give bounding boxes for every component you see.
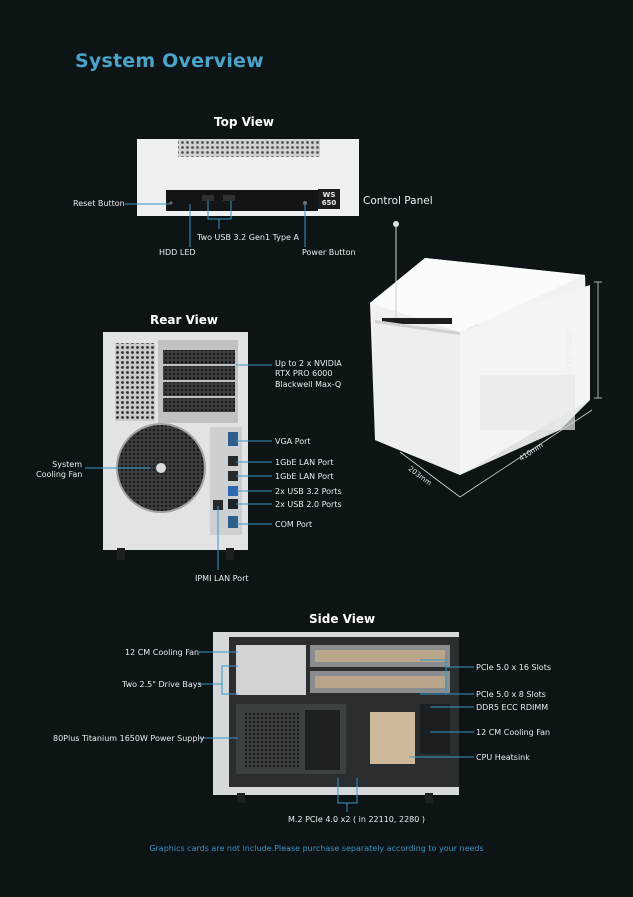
top-view-heading: Top View (214, 115, 275, 129)
ipmi-port (213, 500, 223, 510)
control-panel-label: Control Panel (363, 195, 433, 207)
power-button (303, 201, 307, 205)
reset-button-label: Reset Button (73, 199, 125, 208)
cpu-heatsink-label: CPU Heatsink (476, 753, 530, 762)
page-title: System Overview (75, 50, 264, 72)
reset-button (169, 201, 173, 205)
rear-view-heading: Rear View (150, 313, 218, 327)
psu-label: 80Plus Titanium 1650W Power Supply (53, 734, 205, 743)
case-3d-render (370, 258, 590, 475)
hdd-led-label: HDD LED (159, 248, 196, 257)
com-port (228, 516, 238, 528)
power-button-label: Power Button (302, 248, 356, 257)
side-view-device (213, 632, 459, 803)
top-view-callouts (125, 201, 306, 247)
pcie16-label: PCIe 5.0 x 16 Slots (476, 663, 551, 672)
side-view-heading: Side View (309, 612, 376, 626)
right-fan-label: 12 CM Cooling Fan (476, 728, 551, 737)
usb32-ports-label: 2x USB 3.2 Ports (275, 487, 342, 496)
usb32-ports (228, 486, 238, 496)
lan-port-1 (228, 456, 238, 466)
vga-port (228, 432, 238, 446)
control-panel-dot (393, 221, 399, 227)
footer-note: Graphics cards are not include.Please pu… (149, 844, 484, 853)
ipmi-port-label: IPMI LAN Port (195, 574, 249, 583)
usb-port-1 (202, 195, 214, 201)
lan-port-2 (228, 471, 238, 481)
rear-view-callouts (85, 364, 272, 570)
dimension-lines (399, 281, 602, 498)
side-view-callouts (199, 651, 474, 812)
com-port-label: COM Port (275, 520, 313, 529)
vga-port-label: VGA Port (275, 437, 311, 446)
height-dimension: 286 ± 22 mm (565, 332, 573, 381)
top-view-device (137, 139, 359, 216)
ddr5-label: DDR5 ECC RDIMM (476, 703, 549, 712)
lan-port-1-label: 1GbE LAN Port (275, 458, 334, 467)
rear-view-device (103, 332, 248, 560)
ws650-badge-text: WS 650 (321, 191, 337, 207)
usb20-ports (228, 499, 238, 509)
usb20-ports-label: 2x USB 2.0 Ports (275, 500, 342, 509)
usb-ports-label: Two USB 3.2 Gen1 Type A (197, 233, 299, 242)
m2-slot-label: M.2 PCIe 4.0 x2 ( in 22110, 2280 ) (288, 815, 426, 824)
system-fan-label: System Cooling Fan (36, 460, 83, 480)
top-fan-label: 12 CM Cooling Fan (125, 648, 200, 657)
lan-port-2-label: 1GbE LAN Port (275, 472, 334, 481)
usb-port-2 (223, 195, 235, 201)
gpu-label: Up to 2 x NVIDIA RTX PRO 6000 Blackwell … (275, 359, 342, 389)
pcie8-label: PCIe 5.0 x 8 Slots (476, 690, 546, 699)
ws650-badge (318, 189, 340, 209)
drive-bays-label: Two 2.5" Drive Bays (122, 680, 202, 689)
